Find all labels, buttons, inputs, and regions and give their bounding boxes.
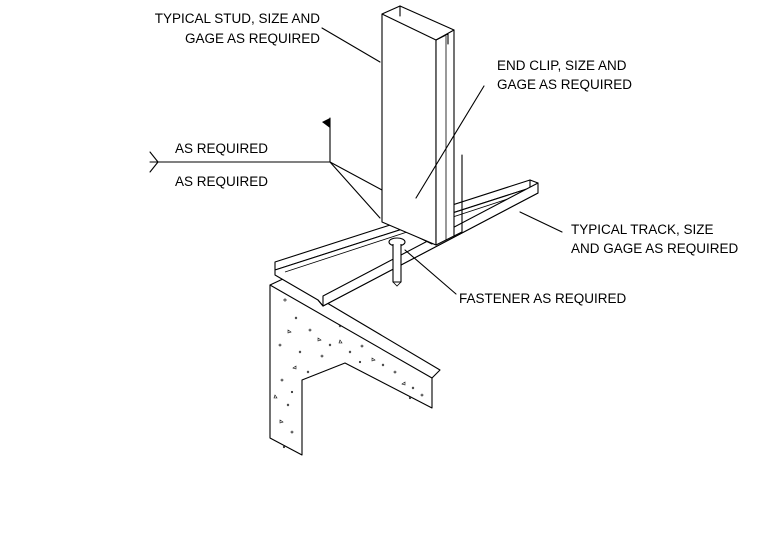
label-stud-line1: TYPICAL STUD, SIZE AND — [155, 11, 321, 26]
label-track-line2: AND GAGE AS REQUIRED — [571, 241, 739, 256]
label-clip-line1: END CLIP, SIZE AND — [497, 58, 627, 73]
label-stud-line2: GAGE AS REQUIRED — [185, 31, 320, 46]
label-fastener: FASTENER AS REQUIRED — [459, 291, 627, 306]
typical-stud — [381, 5, 463, 246]
leader-lines — [149, 27, 563, 295]
concrete-hatching — [273, 298, 424, 449]
label-weld-bottom: AS REQUIRED — [175, 174, 268, 189]
label-clip-line2: GAGE AS REQUIRED — [497, 77, 632, 92]
label-track-line1: TYPICAL TRACK, SIZE — [571, 222, 714, 237]
fastener — [388, 237, 406, 287]
label-weld-top: AS REQUIRED — [175, 141, 268, 156]
concrete-support — [269, 277, 441, 456]
